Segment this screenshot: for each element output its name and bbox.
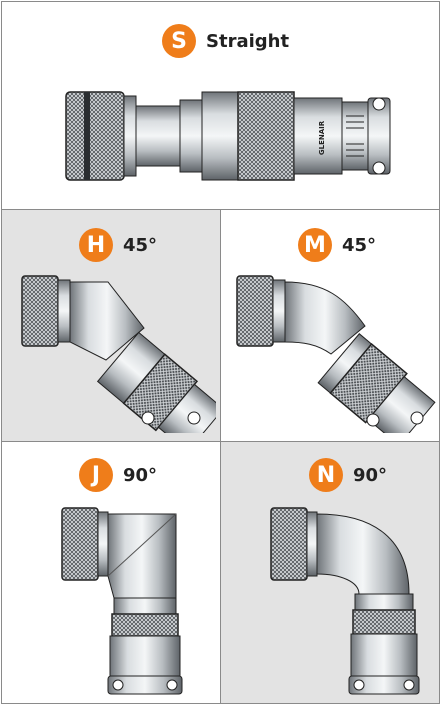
- label-j: 90°: [123, 464, 158, 486]
- n-90-connector-illustration: [270, 507, 420, 695]
- label-m: 45°: [342, 234, 377, 256]
- cell-h-45: H 45°: [1, 209, 221, 442]
- cell-straight: S Straight GLENAIR: [1, 1, 440, 210]
- header-straight: S Straight: [162, 24, 289, 58]
- label-straight: Straight: [206, 30, 290, 52]
- header-m: M 45°: [298, 228, 376, 262]
- straight-connector-illustration: GLENAIR: [65, 91, 391, 181]
- cell-m-45: M 45°: [220, 209, 440, 442]
- cell-j-90: J 90°: [1, 441, 221, 704]
- label-n: 90°: [353, 464, 388, 486]
- badge-n: N: [309, 458, 343, 492]
- brand-text-straight: GLENAIR: [318, 120, 326, 155]
- badge-m: M: [298, 228, 332, 262]
- m-45-connector-illustration: [236, 275, 436, 433]
- badge-s: S: [162, 24, 196, 58]
- label-h: 45°: [123, 234, 158, 256]
- j-90-connector-illustration: [61, 507, 183, 695]
- badge-j: J: [79, 458, 113, 492]
- cell-n-90: N 90°: [220, 441, 440, 704]
- badge-h: H: [79, 228, 113, 262]
- header-h: H 45°: [79, 228, 157, 262]
- h-45-connector-illustration: [21, 275, 216, 433]
- header-j: J 90°: [79, 458, 157, 492]
- header-n: N 90°: [309, 458, 387, 492]
